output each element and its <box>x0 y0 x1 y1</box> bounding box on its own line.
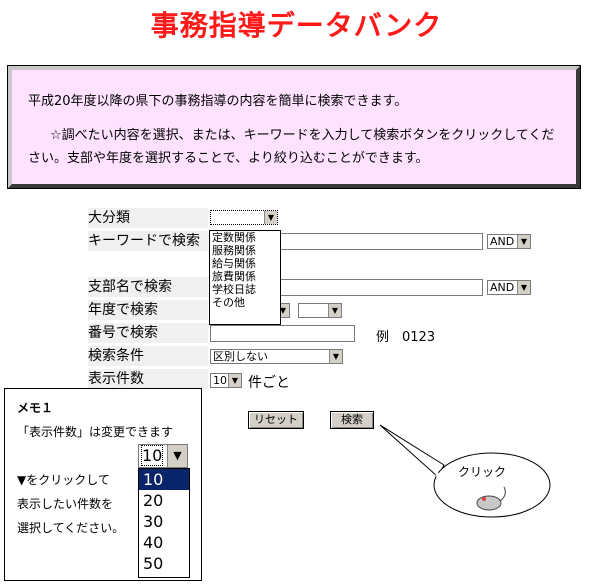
year-label: 年度で検索 <box>88 300 208 320</box>
memo-line-4: 選択してください。 <box>17 521 125 535</box>
callout-text: クリック <box>458 465 507 479</box>
intro-line-2: ☆調べたい内容を選択、または、キーワードを入力して検索ボタンをクリックしてくださ… <box>28 128 555 166</box>
category-dropdown-list: 定数関係 服務関係 給与関係 旅費関係 学校日誌 その他 <box>209 230 281 325</box>
memo-line-1: 「表示件数」は変更できます <box>17 425 174 439</box>
intro-line-1: 平成20年度以降の県下の事務指導の内容を簡単に検索できます。 <box>28 94 408 109</box>
keyword-label: キーワードで検索 <box>88 231 208 251</box>
memo-count-value: 10 <box>140 445 164 466</box>
branch-input[interactable] <box>280 279 483 296</box>
category-label: 大分類 <box>88 208 208 228</box>
category-option[interactable]: 定数関係 <box>212 231 256 244</box>
keyword-and-select[interactable]: AND ▼ <box>487 234 531 249</box>
condition-select[interactable]: 区別しない ▼ <box>210 349 343 364</box>
condition-value: 区別しない <box>213 350 268 363</box>
branch-and-value: AND <box>490 281 515 294</box>
number-label: 番号で検索 <box>88 323 208 343</box>
category-option[interactable]: 旅費関係 <box>212 270 256 283</box>
chevron-down-icon: ▼ <box>329 350 342 363</box>
memo-line-2: ▼をクリックして <box>17 473 110 487</box>
chevron-down-icon: ▼ <box>264 211 277 224</box>
count-option[interactable]: 30 <box>143 512 164 531</box>
category-option[interactable]: その他 <box>212 296 245 309</box>
count-option[interactable]: 20 <box>143 491 164 510</box>
count-select[interactable]: 10 ▼ <box>210 373 242 388</box>
keyword-input[interactable] <box>280 233 483 250</box>
chevron-down-icon: ▼ <box>167 445 187 467</box>
memo-count-select[interactable]: 10 ▼ <box>138 444 188 468</box>
count-value: 10 <box>213 374 227 387</box>
category-option[interactable]: 服務関係 <box>212 244 256 257</box>
reset-button[interactable]: リセット <box>248 411 304 429</box>
category-option[interactable]: 学校日誌 <box>212 283 256 296</box>
memo-title: メモ１ <box>17 401 54 415</box>
number-example: 例 0123 <box>376 330 436 345</box>
category-select[interactable]: ▼ <box>210 210 278 225</box>
mouse-icon <box>476 486 506 511</box>
count-label: 表示件数 <box>88 369 208 389</box>
branch-label: 支部名で検索 <box>88 277 208 297</box>
condition-label: 検索条件 <box>88 346 208 366</box>
chevron-down-icon: ▼ <box>228 374 241 387</box>
chevron-down-icon: ▼ <box>517 281 530 294</box>
count-option[interactable]: 10 <box>139 469 189 490</box>
count-suffix: 件ごと <box>248 375 290 391</box>
chevron-down-icon: ▼ <box>517 235 530 248</box>
chevron-down-icon: ▼ <box>328 304 341 317</box>
branch-and-select[interactable]: AND ▼ <box>487 280 531 295</box>
count-option[interactable]: 40 <box>143 533 164 552</box>
click-callout <box>379 424 551 518</box>
search-button[interactable]: 検索 <box>330 411 374 429</box>
keyword-and-value: AND <box>490 235 515 248</box>
year-to-select[interactable]: ▼ <box>298 303 342 318</box>
category-option[interactable]: 給与関係 <box>212 257 256 270</box>
intro-box: 平成20年度以降の県下の事務指導の内容を簡単に検索できます。 ☆調べたい内容を選… <box>7 65 581 189</box>
memo-count-dropdown-list: 10 20 30 40 50 <box>138 468 190 578</box>
number-input[interactable] <box>210 325 355 342</box>
page-title: 事務指導データバンク <box>150 9 443 42</box>
memo-line-3: 表示したい件数を <box>17 497 114 511</box>
count-option[interactable]: 50 <box>143 554 164 573</box>
